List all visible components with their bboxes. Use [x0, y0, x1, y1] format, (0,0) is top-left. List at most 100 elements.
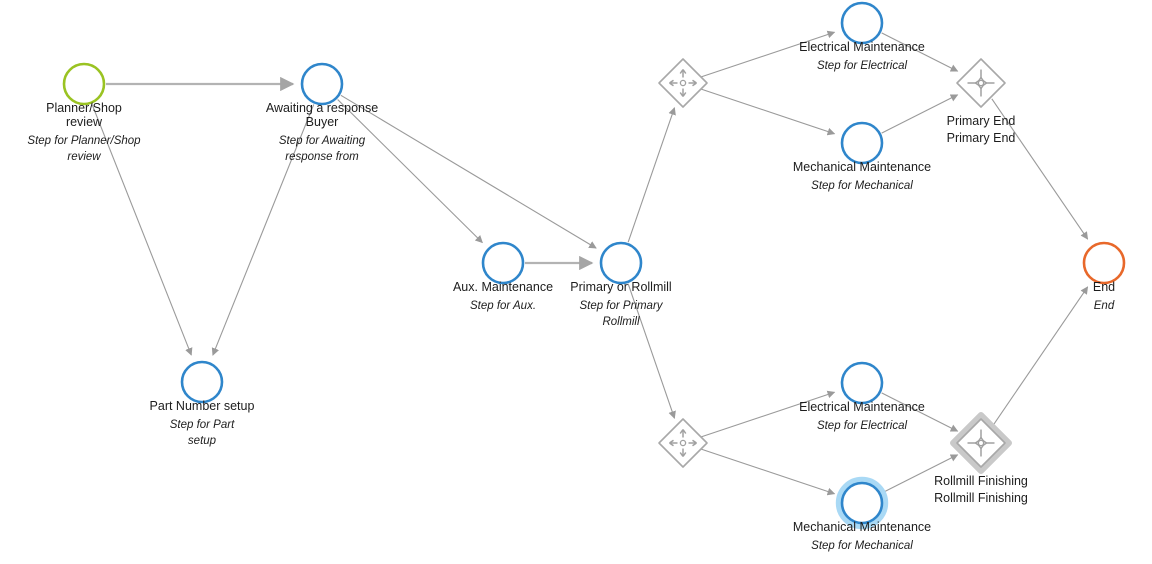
node-label-line2: Buyer: [306, 115, 339, 129]
edge-rollmill-split-gateway-to-rollmill-mechanical-maintenance[interactable]: [701, 448, 836, 496]
node-label: Rollmill Finishing: [934, 474, 1028, 488]
edge-primary-mechanical-maintenance-to-primary-end-gateway[interactable]: [881, 94, 959, 134]
gateway-arrowhead-2: [669, 79, 674, 87]
gateway-arrowhead-2: [975, 439, 980, 447]
gateway-arrowhead-1: [679, 452, 687, 457]
task-node-circle[interactable]: [180, 360, 224, 404]
node-subtitle: Step for Mechanical: [811, 540, 913, 552]
gateway-arrowhead-2: [669, 439, 674, 447]
node-rollmill-split-gateway[interactable]: [658, 418, 708, 468]
start-node-circle[interactable]: [62, 62, 106, 106]
node-subtitle: Step for Mechanical: [811, 180, 913, 192]
node-subtitle: Step for Electrical: [817, 420, 908, 432]
edge-rollmill-split-gateway-to-rollmill-electrical-maintenance[interactable]: [701, 390, 836, 438]
node-subtitle: Step for Part: [170, 419, 235, 431]
node-subtitle: Step for Electrical: [817, 60, 908, 72]
node-subtitle-line2: review: [67, 151, 101, 163]
edge-rollmill-finishing-gateway-to-end[interactable]: [991, 286, 1089, 428]
edge-primary-or-rollmill-to-primary-split-gateway[interactable]: [627, 107, 676, 243]
node-primary-electrical-maintenance[interactable]: [840, 1, 884, 45]
gateway-join-icon[interactable]: [956, 418, 1006, 468]
node-subtitle-line2: setup: [188, 435, 217, 447]
node-primary-end-gateway[interactable]: [956, 58, 1006, 108]
node-awaiting-a-response[interactable]: [300, 62, 344, 106]
gateway-split-icon[interactable]: [658, 58, 708, 108]
task-node-circle[interactable]: [840, 481, 884, 525]
edge-primary-or-rollmill-to-rollmill-split-gateway[interactable]: [627, 283, 676, 419]
node-primary-mechanical-maintenance[interactable]: [840, 121, 884, 165]
gateway-center-dot: [977, 79, 985, 87]
edge-primary-split-gateway-to-primary-electrical-maintenance[interactable]: [701, 30, 836, 78]
gateway-arrowhead-2: [975, 79, 980, 87]
node-label: Mechanical Maintenance: [793, 160, 931, 174]
node-label: Aux. Maintenance: [453, 280, 553, 294]
gateway-arrowhead-3: [692, 79, 697, 87]
node-label-line2: Primary End: [947, 131, 1016, 145]
edge-primary-end-gateway-to-end[interactable]: [991, 98, 1089, 240]
node-aux-maintenance[interactable]: [481, 241, 525, 285]
node-subtitle: Step for Aux.: [470, 300, 536, 312]
node-label: End: [1093, 280, 1115, 294]
node-selection-halo: [835, 476, 889, 530]
node-primary-split-gateway[interactable]: [658, 58, 708, 108]
edge-planner-shop-review-to-part-number-setup[interactable]: [91, 104, 193, 356]
gateway-center-dot: [679, 79, 687, 87]
gateway-join-icon[interactable]: [956, 58, 1006, 108]
node-label: Part Number setup: [150, 399, 255, 413]
node-label: Primary or Rollmill: [570, 280, 671, 294]
task-node-circle[interactable]: [840, 361, 884, 405]
task-node-circle[interactable]: [840, 121, 884, 165]
node-label: Mechanical Maintenance: [793, 520, 931, 534]
node-subtitle: End: [1094, 300, 1115, 312]
node-rollmill-electrical-maintenance[interactable]: [840, 361, 884, 405]
node-subtitle: Step for Primary: [579, 300, 663, 312]
task-node-circle[interactable]: [840, 1, 884, 45]
node-label: Awaiting a response: [266, 101, 378, 115]
edges-layer: [91, 30, 1089, 496]
node-subtitle-line2: Rollmill: [602, 316, 640, 328]
node-primary-or-rollmill[interactable]: [599, 241, 643, 285]
gateway-center-dot: [977, 439, 985, 447]
edge-primary-electrical-maintenance-to-primary-end-gateway[interactable]: [881, 32, 959, 72]
gateway-arrowhead-3: [982, 439, 987, 447]
task-node-circle[interactable]: [300, 62, 344, 106]
edge-awaiting-a-response-to-primary-or-rollmill[interactable]: [340, 94, 597, 249]
gateway-split-icon[interactable]: [658, 418, 708, 468]
gateway-arrowhead-3: [692, 439, 697, 447]
gateway-selection-halo: [950, 412, 1012, 474]
node-end[interactable]: [1082, 241, 1126, 285]
node-part-number-setup[interactable]: [180, 360, 224, 404]
task-node-circle[interactable]: [481, 241, 525, 285]
node-rollmill-mechanical-maintenance[interactable]: [835, 476, 889, 530]
gateway-arrowhead-0: [679, 69, 687, 74]
gateway-center-dot: [679, 439, 687, 447]
node-subtitle-line2: response from: [285, 151, 359, 163]
node-planner-shop-review[interactable]: [62, 62, 106, 106]
gateway-arrowhead-0: [679, 429, 687, 434]
node-label: Electrical Maintenance: [799, 400, 925, 414]
edge-awaiting-a-response-to-part-number-setup[interactable]: [211, 104, 315, 356]
gateway-arrowhead-3: [982, 79, 987, 87]
node-label: Electrical Maintenance: [799, 40, 925, 54]
node-label-line2: Rollmill Finishing: [934, 491, 1028, 505]
edge-primary-split-gateway-to-primary-mechanical-maintenance[interactable]: [701, 88, 836, 136]
end-node-circle[interactable]: [1082, 241, 1126, 285]
edge-rollmill-electrical-maintenance-to-rollmill-finishing-gateway[interactable]: [881, 392, 959, 432]
edge-rollmill-mechanical-maintenance-to-rollmill-finishing-gateway[interactable]: [881, 454, 959, 494]
edge-awaiting-a-response-to-aux-maintenance[interactable]: [337, 99, 483, 244]
node-rollmill-finishing-gateway[interactable]: [950, 412, 1012, 474]
node-subtitle: Step for Awaiting: [279, 135, 366, 147]
task-node-circle[interactable]: [599, 241, 643, 285]
